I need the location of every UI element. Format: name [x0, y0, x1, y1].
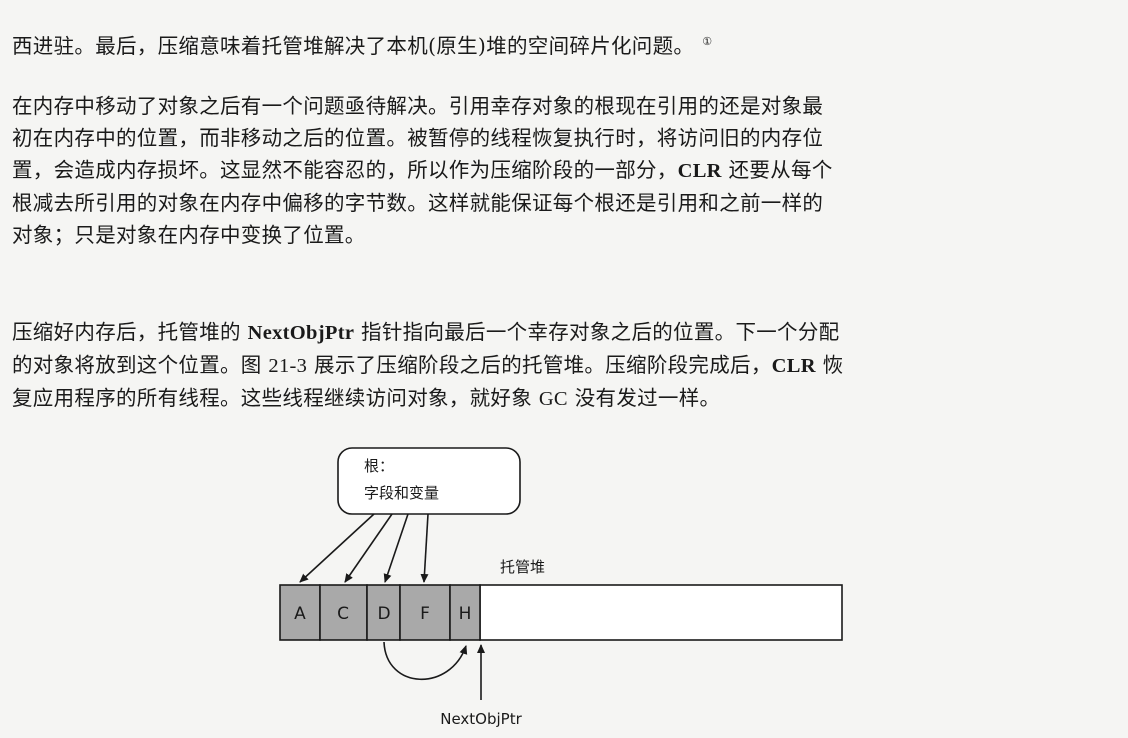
paragraph-2-line-3: 置，会造成内存损坏。这显然不能容忍的，所以作为压缩阶段的一部分，CLR 还要从每… [12, 154, 1114, 187]
heap-object-a-label: A [294, 604, 306, 624]
root-arrows [299, 513, 429, 583]
gc-term: GC [538, 388, 568, 410]
heap-object-d-label: D [377, 604, 390, 624]
paragraph-3-line-2-a: 的对象将放到这个位置。图 [12, 353, 269, 377]
footnote-marker: ① [702, 35, 713, 48]
paragraph-2-line-3-c: 还要从每个 [721, 158, 833, 182]
root-arrow-d [383, 513, 409, 583]
heap-objects: A C D F H [279, 584, 481, 641]
paragraph-3: 压缩好内存后，托管堆的 NextObjPtr 指针指向最后一个幸存对象之后的位置… [12, 316, 1114, 415]
paragraph-3-line-2: 的对象将放到这个位置。图 21-3 展示了压缩阶段之后的托管堆。压缩阶段完成后，… [12, 349, 1114, 382]
root-arrow-c [344, 513, 393, 583]
paragraph-3-line-1: 压缩好内存后，托管堆的 NextObjPtr 指针指向最后一个幸存对象之后的位置… [12, 316, 1114, 349]
paragraph-2-line-3-a: 置，会造成内存损坏。这显然不能容忍的，所以作为压缩阶段的一部分， [12, 158, 678, 182]
paragraph-3-line-1-a: 压缩好内存后，托管堆的 [12, 320, 248, 344]
paragraph-3-line-3-a: 复应用程序的所有线程。这些线程继续访问对象，就好象 [12, 386, 539, 410]
heap-object-d [366, 584, 401, 641]
paragraph-2-line-1: 在内存中移动了对象之后有一个问题亟待解决。引用幸存对象的根现在引用的还是对象最 [12, 94, 824, 118]
reference-arrow-d-to-h [383, 641, 468, 681]
roots-box [337, 447, 521, 515]
root-arrow-a [299, 513, 375, 583]
heap-object-a [279, 584, 321, 641]
heap-object-h-label: H [459, 604, 472, 624]
paragraph-2: 在内存中移动了对象之后有一个问题亟待解决。引用幸存对象的根现在引用的还是对象最 … [12, 90, 1114, 251]
paragraph-3-line-1-c: 指针指向最后一个幸存对象之后的位置。下一个分配 [354, 320, 840, 344]
clr-term: CLR [677, 160, 722, 182]
paragraph-3-line-3-c: 没有发过一样。 [567, 386, 721, 410]
roots-label-line-2: 字段和变量 [364, 484, 439, 502]
heap-label: 托管堆 [500, 558, 545, 576]
figure-ref: 21-3 [268, 355, 308, 377]
next-obj-ptr-label: NextObjPtr [440, 710, 522, 728]
paragraph-1-text: 西进驻。最后，压缩意味着托管堆解决了本机(原生)堆的空间碎片化问题。 [12, 33, 695, 58]
paragraph-3-line-3: 复应用程序的所有线程。这些线程继续访问对象，就好象 GC 没有发过一样。 [12, 382, 1114, 415]
heap-object-h [449, 584, 481, 641]
paragraph-2-line-4: 根减去所引用的对象在内存中偏移的字节数。这样就能保证每个根还是引用和之前一样的 [12, 191, 824, 215]
paragraph-1: 西进驻。最后，压缩意味着托管堆解决了本机(原生)堆的空间碎片化问题。 ① [12, 26, 1114, 62]
paragraph-3-line-2-c: 展示了压缩阶段之后的托管堆。压缩阶段完成后， [307, 353, 772, 377]
heap-free-region [479, 584, 843, 641]
paragraph-2-line-2: 初在内存中的位置，而非移动之后的位置。被暂停的线程恢复执行时，将访问旧的内存位 [12, 126, 824, 150]
roots-label-line-1: 根： [364, 457, 394, 475]
clr-term-2: CLR [771, 355, 816, 377]
heap-object-f-label: F [420, 604, 430, 624]
paragraph-2-line-5: 对象；只是对象在内存中变换了位置。 [12, 223, 366, 247]
paragraph-3-line-2-e: 恢 [815, 353, 844, 377]
heap-object-c-label: C [337, 604, 349, 624]
root-arrow-f [420, 513, 429, 583]
nextobjptr-term: NextObjPtr [247, 322, 355, 344]
